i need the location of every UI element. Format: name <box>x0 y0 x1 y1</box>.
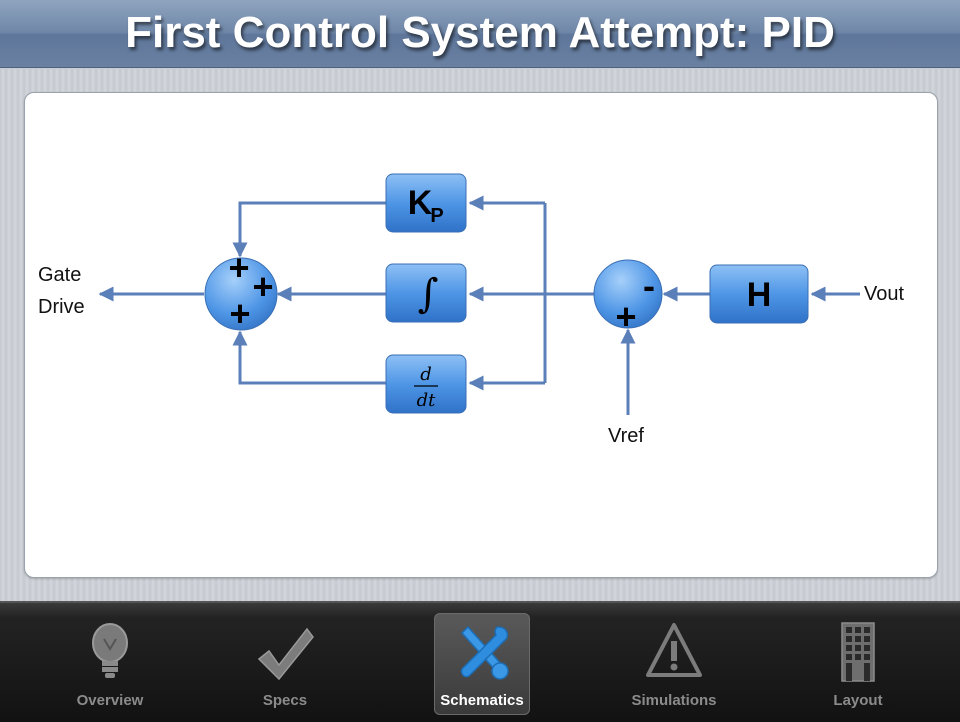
tab-schematics[interactable]: Schematics <box>434 613 530 715</box>
bottom-toolbar: Overview Specs Schematics Simulations <box>0 601 960 722</box>
kp-block: K P <box>385 173 467 233</box>
sum-junction: + + + <box>204 247 278 334</box>
signal-lines <box>98 195 860 415</box>
vref-label: Vref <box>608 425 644 447</box>
title-bar: First Control System Attempt: PID <box>0 0 960 68</box>
page-title: First Control System Attempt: PID <box>125 8 835 57</box>
wire-kp-to-sum <box>232 201 386 258</box>
wrench-screwdriver-icon <box>460 625 509 680</box>
gate-drive-label-line2: Drive <box>38 296 85 318</box>
h-label: H <box>747 276 772 314</box>
error-sign-plus: + <box>615 296 636 337</box>
integral-symbol: ∫ <box>418 271 439 317</box>
building-icon <box>841 622 875 682</box>
h-block: H <box>709 264 809 324</box>
tab-overview-label: Overview <box>76 692 144 709</box>
error-sign-minus: - <box>643 265 655 306</box>
derivative-block: d dt <box>385 354 467 414</box>
tab-specs[interactable]: Specs <box>237 613 333 715</box>
derivative-numerator: d <box>420 364 432 385</box>
diagram-panel <box>24 92 938 578</box>
vout-label: Vout <box>864 283 904 305</box>
warning-icon <box>646 623 702 677</box>
gate-drive-label-line1: Gate <box>38 264 81 286</box>
tab-simulations-label: Simulations <box>631 692 717 709</box>
tab-overview[interactable]: Overview <box>62 613 158 715</box>
tab-specs-label: Specs <box>262 692 308 709</box>
tab-layout-label: Layout <box>833 692 883 709</box>
checkmark-icon <box>257 627 314 681</box>
wire-derivative-to-sum <box>232 330 386 385</box>
tab-layout[interactable]: Layout <box>810 613 906 715</box>
sum-sign-right: + <box>252 266 273 307</box>
kp-subscript: P <box>430 205 443 227</box>
tab-simulations[interactable]: Simulations <box>626 613 722 715</box>
derivative-denominator: dt <box>417 390 437 411</box>
error-junction: - + <box>593 259 663 337</box>
lightbulb-icon <box>92 623 128 678</box>
kp-label: K <box>408 184 433 222</box>
integral-block: ∫ <box>385 263 467 323</box>
tab-schematics-label: Schematics <box>440 692 524 709</box>
sum-sign-top: + <box>228 247 249 288</box>
sum-sign-bottom: + <box>229 293 250 334</box>
